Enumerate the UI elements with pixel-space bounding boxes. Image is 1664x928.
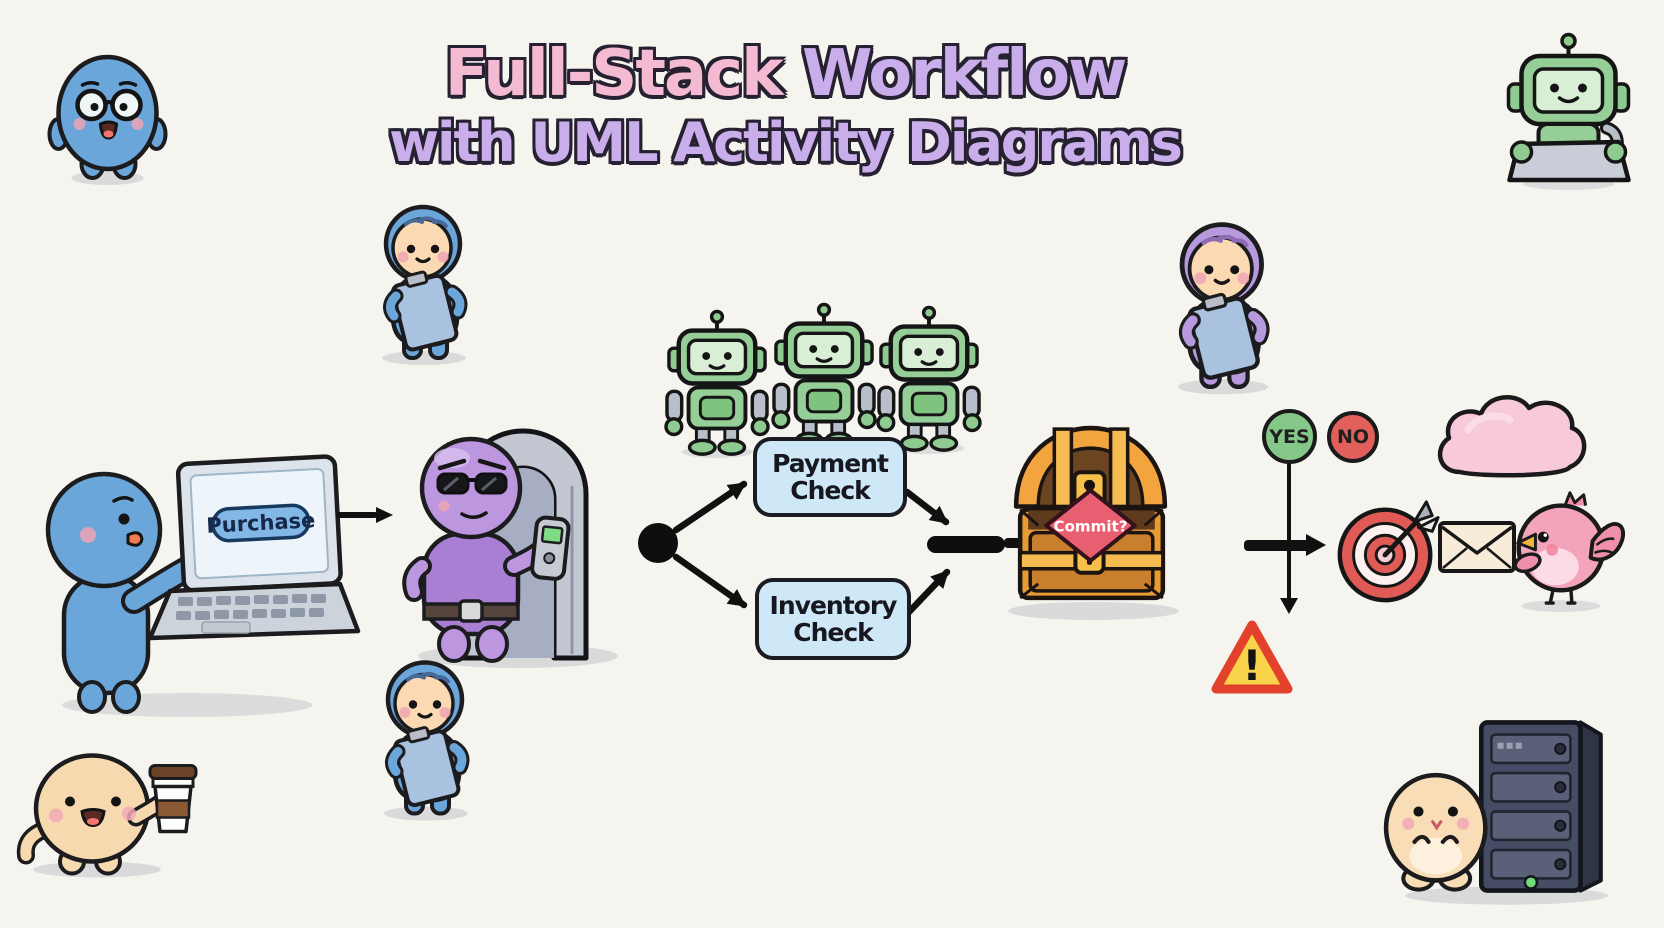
payment-check-line2: Check — [790, 476, 871, 505]
cloud-icon — [1437, 395, 1587, 478]
arrowhead-commit-to-deploy — [1306, 534, 1326, 556]
purchase-button[interactable]: Purchase — [206, 503, 317, 543]
page-title: Full-Stack Workflow with UML Activity Di… — [0, 42, 1570, 170]
no-label: NO — [1336, 426, 1370, 448]
clipboard-person-icon — [1177, 222, 1270, 395]
customer-laptop-icon: Purchase — [45, 454, 361, 717]
envelope-icon — [1438, 521, 1516, 573]
title-line1: Full-Stack Workflow — [0, 42, 1570, 106]
clipboard-person-icon — [384, 660, 470, 821]
activity-inventory-check: Inventory Check — [755, 578, 911, 660]
server-blob-scene — [1380, 708, 1618, 906]
bird-icon — [1513, 491, 1626, 612]
activity-payment-check: Payment Check — [753, 437, 907, 517]
notification-envelope — [1438, 521, 1516, 573]
yes-label: YES — [1269, 425, 1310, 448]
auth-gate-scene — [396, 366, 644, 668]
clipboard-analyst-blue-top — [358, 192, 493, 367]
decision-line-vertical — [1287, 463, 1291, 601]
server-rack-icon — [1383, 720, 1608, 905]
bouncer-gate-icon — [402, 428, 618, 668]
coffee-blob-icon — [16, 753, 198, 878]
payment-check-line1: Payment — [772, 449, 889, 478]
blob-glasses-mascot — [42, 38, 177, 188]
robot-icon — [664, 309, 770, 459]
warning-icon: ! — [1211, 620, 1293, 694]
arrow-purchase-to-auth — [336, 512, 378, 518]
purchase-button-label: Purchase — [206, 508, 316, 538]
blob-glasses-icon — [47, 54, 168, 185]
customer-purchase-scene: Purchase — [22, 415, 361, 720]
worker-robot-1 — [663, 307, 771, 459]
robot-laptop-icon — [1506, 32, 1631, 190]
warning-triangle: ! — [1210, 618, 1294, 698]
title-line1-purple: Workflow — [801, 37, 1127, 111]
arrowhead-to-warning — [1280, 598, 1298, 614]
title-line2: with UML Activity Diagrams — [389, 111, 1183, 174]
worker-robot-3 — [875, 303, 983, 455]
treasure-chest-icon: Commit? — [1008, 425, 1179, 620]
commit-decision-diamond: Commit? — [1044, 488, 1137, 563]
uml-initial-node — [638, 523, 678, 563]
target-dart-icon — [1337, 500, 1440, 603]
deploy-target — [1328, 492, 1446, 610]
messenger-bird — [1500, 472, 1628, 614]
commit-chest-scene: Commit? — [998, 414, 1184, 620]
title-line1-pink: Full-Stack — [444, 37, 784, 111]
arrowhead-purchase-to-auth — [376, 507, 393, 523]
yes-badge: YES — [1262, 409, 1317, 464]
warning-mark: ! — [1242, 641, 1261, 690]
robot-with-laptop-mascot — [1486, 32, 1651, 192]
robot-icon — [876, 305, 982, 455]
fork-join-arrows — [600, 400, 1020, 670]
arrow-commit-to-deploy — [1244, 540, 1310, 551]
cloud — [1428, 382, 1593, 487]
commit-label: Commit? — [1054, 518, 1128, 536]
inventory-check-line2: Check — [793, 618, 874, 647]
inventory-check-line1: Inventory — [769, 591, 898, 620]
clipboard-analyst-purple — [1152, 205, 1297, 400]
uml-join-bar — [927, 536, 1005, 553]
coffee-blob-mascot — [12, 712, 202, 880]
clipboard-analyst-blue-bottom — [360, 645, 495, 825]
clipboard-person-icon — [382, 204, 468, 365]
no-badge: NO — [1327, 411, 1379, 463]
